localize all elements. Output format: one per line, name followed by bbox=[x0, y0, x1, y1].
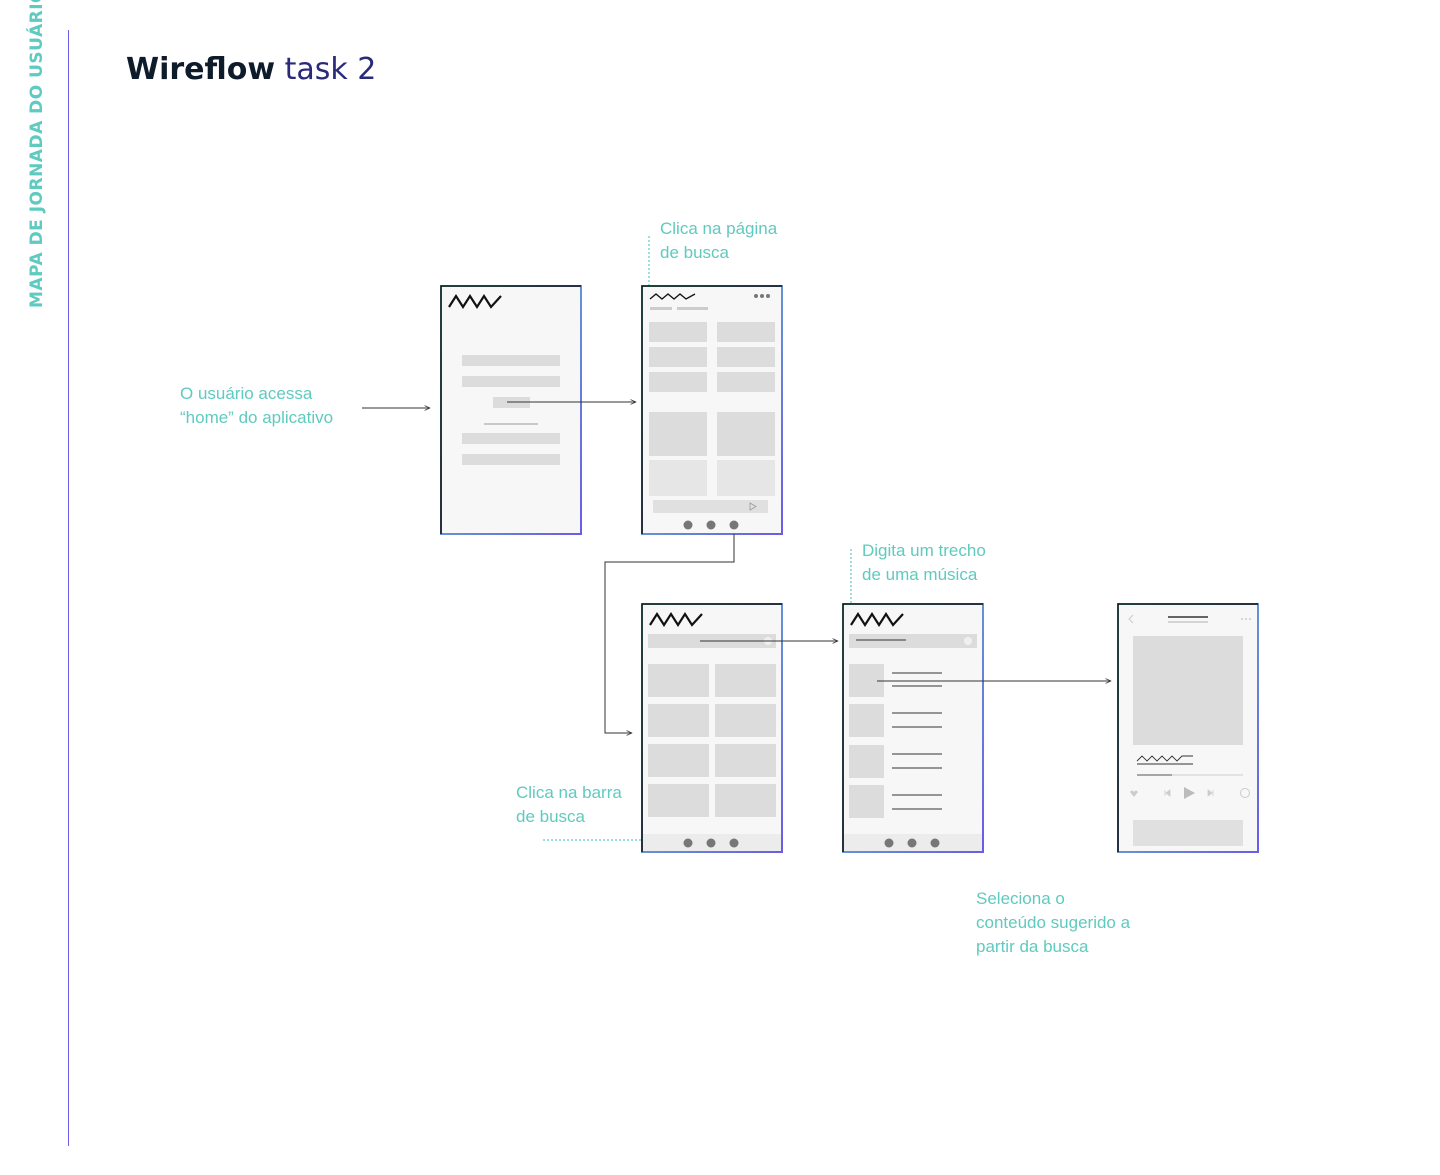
logo-icon bbox=[649, 611, 703, 628]
screen-home bbox=[440, 285, 582, 535]
annotation-search-page-line1: Clica na página bbox=[660, 219, 778, 238]
play-icon bbox=[1184, 787, 1195, 799]
annotation-type-song-line1: Digita um trecho bbox=[862, 541, 986, 560]
logo-icon bbox=[448, 293, 502, 310]
page-title: Wireflow task 2 bbox=[126, 52, 376, 87]
more-icon bbox=[754, 294, 758, 298]
search-bar-wire bbox=[849, 634, 977, 648]
album-cover-wire bbox=[1133, 636, 1243, 745]
annotation-select-content-line2: conteúdo sugerido a bbox=[976, 913, 1131, 932]
screen-player bbox=[1117, 603, 1259, 853]
next-icon bbox=[1207, 789, 1214, 797]
player-bar-wire bbox=[653, 500, 768, 513]
annotation-type-song: Digita um trecho de uma música bbox=[862, 539, 986, 587]
annotation-search-bar: Clica na barra de busca bbox=[516, 781, 622, 829]
annotation-select-content-line1: Seleciona o bbox=[976, 889, 1065, 908]
logo-icon bbox=[850, 611, 904, 628]
annotation-select-content-line3: partir da busca bbox=[976, 937, 1089, 956]
annotation-search-page-line2: de busca bbox=[660, 243, 729, 262]
annotation-home-line1: O usuário acessa bbox=[180, 384, 313, 403]
annotation-home-line2: “home” do aplicativo bbox=[180, 408, 334, 427]
prev-icon bbox=[1164, 789, 1171, 797]
annotation-search-bar-line1: Clica na barra bbox=[516, 783, 622, 802]
annotation-select-content: Seleciona o conteúdo sugerido a partir d… bbox=[976, 887, 1130, 959]
title-light: task 2 bbox=[284, 52, 377, 87]
back-icon bbox=[1128, 614, 1134, 624]
annotation-search-bar-line2: de busca bbox=[516, 807, 585, 826]
shuffle-icon bbox=[1240, 788, 1250, 798]
screen-search bbox=[641, 603, 783, 853]
annotation-type-song-line2: de uma música bbox=[862, 565, 978, 584]
title-strong: Wireflow bbox=[126, 52, 276, 87]
annotation-search-page: Clica na página de busca bbox=[660, 217, 777, 265]
logo-icon bbox=[649, 293, 696, 300]
heart-icon bbox=[1130, 790, 1138, 797]
screen-browse bbox=[641, 285, 783, 535]
sidebar-divider bbox=[68, 30, 69, 1146]
annotation-home: O usuário acessa “home” do aplicativo bbox=[180, 382, 333, 430]
screen-results bbox=[842, 603, 984, 853]
play-icon bbox=[749, 502, 757, 511]
